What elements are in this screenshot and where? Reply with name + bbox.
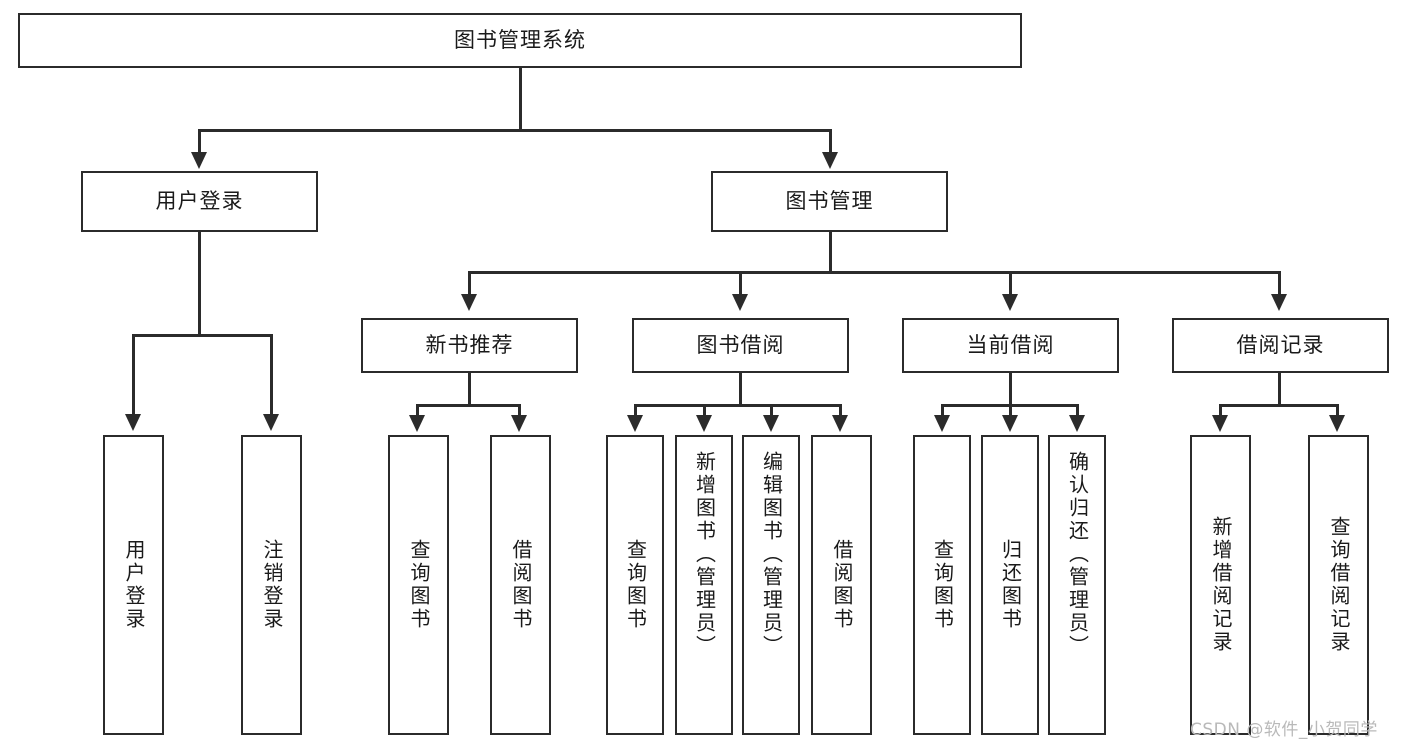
leaf-br-query-record[interactable]: 查询借阅记录	[1308, 435, 1369, 735]
edge-br-stem	[1278, 373, 1281, 407]
node-label: 图书管理	[785, 188, 874, 213]
node-label: 用户登录	[155, 188, 244, 213]
edge-nbr-bar	[416, 404, 521, 407]
edge-bb-stem	[739, 373, 742, 407]
leaf-nbr-borrow-book[interactable]: 借阅图书	[490, 435, 551, 735]
leaf-bb-borrow-book[interactable]: 借阅图书	[811, 435, 872, 735]
leaf-bb-query-book[interactable]: 查询图书	[606, 435, 664, 735]
leaf-cb-query-book[interactable]: 查询图书	[913, 435, 971, 735]
edge-cb-stem	[1009, 373, 1012, 407]
edge-book-management-stem	[829, 232, 832, 273]
edge-bb-to-leaf-1	[634, 404, 637, 417]
edge-br-to-leaf-1	[1219, 404, 1222, 417]
leaf-bb-add-book-admin[interactable]: 新增图书（管理员）	[675, 435, 733, 735]
edge-root-to-user-login	[198, 129, 201, 153]
node-label: 查询图书	[623, 539, 648, 631]
node-label: 借阅图书	[830, 539, 854, 631]
edge-user-login-bar	[132, 334, 270, 337]
watermark: CSDN @软件_小贺同学	[1190, 720, 1378, 740]
edge-bb-to-leaf-2	[703, 404, 706, 417]
arrow-br-to-leaf-1	[1212, 415, 1228, 432]
arrow-bb-to-leaf-3	[763, 415, 779, 432]
node-book-borrow[interactable]: 图书借阅	[632, 318, 849, 373]
edge-bb-to-leaf-3	[770, 404, 773, 417]
node-label: 注销登录	[260, 539, 284, 631]
node-label: 查询借阅记录	[1327, 516, 1351, 654]
node-label: 图书借阅	[696, 332, 785, 357]
node-label: 新书推荐	[425, 332, 514, 357]
node-current-borrow[interactable]: 当前借阅	[902, 318, 1119, 373]
node-label: 归还图书	[998, 539, 1023, 631]
edge-root-bar	[198, 129, 832, 132]
node-label: 图书管理系统	[454, 27, 586, 52]
edge-bm-to-new-book	[468, 271, 471, 295]
arrow-bm-to-current-borrow	[1002, 294, 1018, 311]
node-user-login[interactable]: 用户登录	[81, 171, 318, 232]
leaf-user-login[interactable]: 用户登录	[103, 435, 164, 735]
node-label: 确认归还（管理员）	[1065, 451, 1090, 658]
arrow-bb-to-leaf-2	[696, 415, 712, 432]
edge-user-login-to-leaf-1	[132, 334, 135, 415]
edge-book-management-bar	[468, 271, 1280, 274]
leaf-nbr-query-book[interactable]: 查询图书	[388, 435, 449, 735]
arrow-bb-to-leaf-4	[832, 415, 848, 432]
arrow-cb-to-leaf-1	[934, 415, 950, 432]
node-label: 借阅图书	[509, 539, 533, 631]
node-label: 用户登录	[122, 539, 146, 631]
node-label: 新增借阅记录	[1209, 516, 1233, 654]
node-book-management[interactable]: 图书管理	[711, 171, 948, 232]
edge-bb-to-leaf-4	[839, 404, 842, 417]
node-label: 新增图书（管理员）	[692, 451, 717, 658]
arrow-bm-to-borrow-records	[1271, 294, 1287, 311]
arrow-user-login-to-leaf-1	[125, 414, 141, 431]
edge-br-to-leaf-2	[1336, 404, 1339, 417]
edge-user-login-stem	[198, 232, 201, 336]
arrow-root-to-book-management	[822, 152, 838, 169]
edge-br-bar	[1219, 404, 1338, 407]
node-label: 查询图书	[930, 539, 955, 631]
edge-bm-to-borrow-records	[1278, 271, 1281, 295]
node-book-management-system[interactable]: 图书管理系统	[18, 13, 1022, 68]
edge-nbr-stem	[468, 373, 471, 407]
edge-root-to-book-management	[829, 129, 832, 153]
arrow-user-login-to-leaf-2	[263, 414, 279, 431]
arrow-nbr-to-leaf-1	[409, 415, 425, 432]
edge-nbr-to-leaf-1	[416, 404, 419, 417]
arrow-bm-to-book-borrow	[732, 294, 748, 311]
edge-bm-to-current-borrow	[1009, 271, 1012, 295]
node-label: 借阅记录	[1236, 332, 1325, 357]
edge-cb-to-leaf-1	[941, 404, 944, 417]
arrow-cb-to-leaf-2	[1002, 415, 1018, 432]
node-label: 当前借阅	[966, 332, 1055, 357]
node-new-book-recommend[interactable]: 新书推荐	[361, 318, 578, 373]
edge-root-stem	[519, 68, 522, 131]
arrow-cb-to-leaf-3	[1069, 415, 1085, 432]
edge-bm-to-book-borrow	[739, 271, 742, 295]
edge-nbr-to-leaf-2	[518, 404, 521, 417]
edge-user-login-to-leaf-2	[270, 334, 273, 415]
arrow-root-to-user-login	[191, 152, 207, 169]
leaf-logout[interactable]: 注销登录	[241, 435, 302, 735]
node-label: 查询图书	[407, 539, 431, 631]
edge-cb-to-leaf-2	[1009, 404, 1012, 417]
edge-cb-to-leaf-3	[1076, 404, 1079, 417]
leaf-cb-return-book[interactable]: 归还图书	[981, 435, 1039, 735]
leaf-br-add-record[interactable]: 新增借阅记录	[1190, 435, 1251, 735]
arrow-bm-to-new-book	[461, 294, 477, 311]
edge-bb-bar	[634, 404, 842, 407]
arrow-bb-to-leaf-1	[627, 415, 643, 432]
node-borrow-records[interactable]: 借阅记录	[1172, 318, 1389, 373]
leaf-bb-edit-book-admin[interactable]: 编辑图书（管理员）	[742, 435, 800, 735]
node-label: 编辑图书（管理员）	[759, 451, 784, 658]
leaf-cb-confirm-return-admin[interactable]: 确认归还（管理员）	[1048, 435, 1106, 735]
arrow-nbr-to-leaf-2	[511, 415, 527, 432]
arrow-br-to-leaf-2	[1329, 415, 1345, 432]
